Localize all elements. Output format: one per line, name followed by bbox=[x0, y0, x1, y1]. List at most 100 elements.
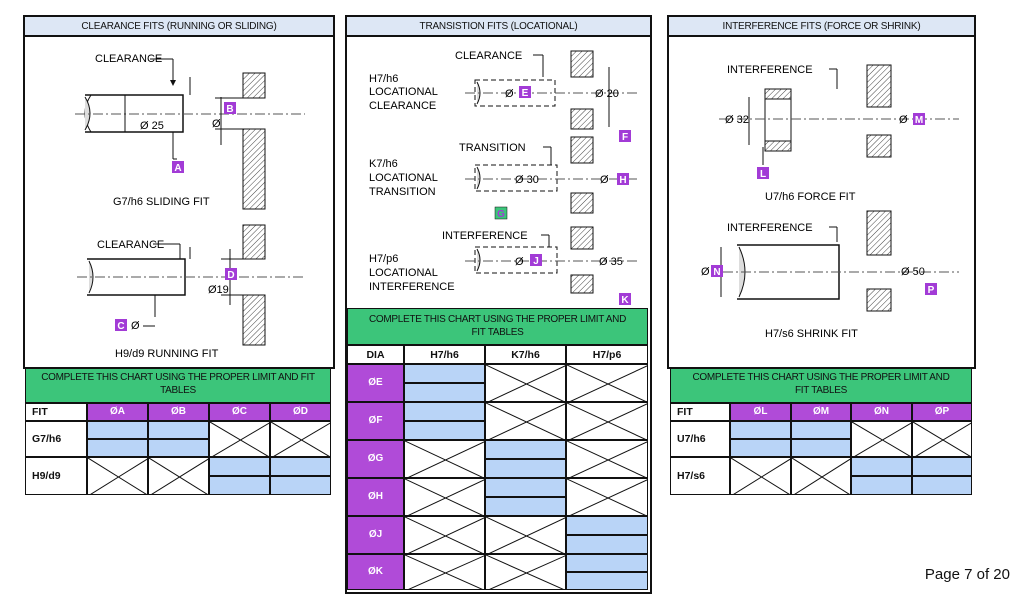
loc-interference-drawing: INTERFERENCE H7/p6 LOCATIONAL INTERFEREN… bbox=[369, 226, 637, 306]
svg-text:N: N bbox=[713, 267, 720, 278]
crossed-cell bbox=[87, 457, 148, 495]
answer-cell[interactable] bbox=[87, 439, 148, 457]
svg-text:INTERFERENCE: INTERFERENCE bbox=[369, 281, 455, 293]
crossed-cell bbox=[485, 402, 566, 440]
answer-cell[interactable] bbox=[148, 421, 209, 439]
crossed-cell bbox=[485, 364, 566, 402]
answer-cell[interactable] bbox=[209, 476, 270, 495]
crossed-cell bbox=[566, 478, 648, 516]
svg-text:Ø: Ø bbox=[600, 174, 609, 186]
sliding-shaft-dia: Ø 25 bbox=[140, 120, 164, 132]
interference-col-fit: FIT bbox=[670, 403, 730, 421]
sliding-fit-drawing: CLEARANCE Ø 25 Ø B A G7/h6 SLI bbox=[75, 53, 305, 210]
svg-text:Ø: Ø bbox=[701, 266, 710, 278]
force-fit-drawing: INTERFERENCE Ø 32 L Ø M U7/h6 FORCE FIT bbox=[719, 64, 959, 203]
tag-d: D bbox=[227, 270, 234, 281]
transition-col-dia: DIA bbox=[347, 345, 404, 364]
answer-cell[interactable] bbox=[566, 516, 648, 535]
answer-cell[interactable] bbox=[485, 497, 566, 516]
loc-clearance-drawing: CLEARANCE H7/h6 LOCATIONAL CLEARANCE Ø E… bbox=[369, 50, 637, 143]
interference-chart-instruction: COMPLETE THIS CHART USING THE PROPER LIM… bbox=[670, 368, 972, 403]
crossed-cell bbox=[485, 516, 566, 554]
crossed-cell bbox=[485, 554, 566, 590]
crossed-cell bbox=[209, 421, 270, 457]
tag-b: B bbox=[226, 104, 233, 115]
svg-text:INTERFERENCE: INTERFERENCE bbox=[442, 230, 528, 242]
answer-cell[interactable] bbox=[404, 402, 485, 421]
answer-cell[interactable] bbox=[730, 421, 791, 439]
transition-col-h7h6: H7/h6 bbox=[404, 345, 485, 364]
transition-row-j: ØJ bbox=[347, 516, 404, 554]
svg-text:Ø 20: Ø 20 bbox=[595, 88, 619, 100]
answer-cell[interactable] bbox=[209, 457, 270, 476]
answer-cell[interactable] bbox=[404, 421, 485, 440]
crossed-cell bbox=[566, 440, 648, 478]
svg-text:P: P bbox=[928, 285, 935, 296]
svg-text:TRANSITION: TRANSITION bbox=[459, 142, 526, 154]
crossed-cell bbox=[148, 457, 209, 495]
svg-text:E: E bbox=[522, 88, 529, 99]
svg-text:LOCATIONAL: LOCATIONAL bbox=[369, 267, 438, 279]
transition-panel-title: TRANSISTION FITS (LOCATIONAL) bbox=[347, 17, 650, 37]
answer-cell[interactable] bbox=[404, 364, 485, 383]
answer-cell[interactable] bbox=[485, 440, 566, 459]
interference-col-m: ØM bbox=[791, 403, 851, 421]
transition-row-k: ØK bbox=[347, 554, 404, 590]
loc-transition-drawing: TRANSITION K7/h6 LOCATIONAL TRANSITION Ø… bbox=[369, 136, 637, 220]
svg-text:Ø: Ø bbox=[899, 114, 908, 126]
svg-text:U7/h6 FORCE FIT: U7/h6 FORCE FIT bbox=[765, 191, 856, 203]
svg-text:Ø: Ø bbox=[515, 256, 524, 268]
answer-cell[interactable] bbox=[912, 476, 972, 495]
svg-text:TRANSITION: TRANSITION bbox=[369, 186, 436, 198]
svg-text:Ø 32: Ø 32 bbox=[725, 114, 749, 126]
answer-cell[interactable] bbox=[912, 457, 972, 476]
answer-cell[interactable] bbox=[485, 478, 566, 497]
answer-cell[interactable] bbox=[791, 421, 851, 439]
interference-col-n: ØN bbox=[851, 403, 912, 421]
svg-text:H: H bbox=[619, 175, 626, 186]
answer-cell[interactable] bbox=[851, 457, 912, 476]
svg-text:Ø 30: Ø 30 bbox=[515, 174, 539, 186]
tag-a: A bbox=[174, 163, 181, 174]
answer-cell[interactable] bbox=[566, 554, 648, 572]
answer-cell[interactable] bbox=[791, 439, 851, 457]
interference-fits-panel: INTERFERENCE FITS (FORCE OR SHRINK) INTE… bbox=[667, 15, 976, 369]
answer-cell[interactable] bbox=[148, 439, 209, 457]
interference-row-u7h6: U7/h6 bbox=[670, 421, 730, 457]
running-shaft-dia: Ø bbox=[131, 320, 140, 332]
interference-col-p: ØP bbox=[912, 403, 972, 421]
running-hole-dia: Ø19 bbox=[208, 284, 229, 296]
answer-cell[interactable] bbox=[270, 476, 331, 495]
crossed-cell bbox=[730, 457, 791, 495]
sliding-caption: G7/h6 SLIDING FIT bbox=[113, 196, 210, 208]
answer-cell[interactable] bbox=[87, 421, 148, 439]
transition-col-k7h6: K7/h6 bbox=[485, 345, 566, 364]
interference-panel-title: INTERFERENCE FITS (FORCE OR SHRINK) bbox=[669, 17, 974, 37]
svg-text:Ø 50: Ø 50 bbox=[901, 266, 925, 278]
clearance-row-h9d9: H9/d9 bbox=[25, 457, 87, 495]
clearance-col-d: ØD bbox=[270, 403, 331, 421]
answer-cell[interactable] bbox=[270, 457, 331, 476]
page-number: Page 7 of 20 bbox=[924, 566, 1010, 583]
crossed-cell bbox=[912, 421, 972, 457]
transition-chart-instruction: COMPLETE THIS CHART USING THE PROPER LIM… bbox=[347, 308, 648, 345]
svg-text:H7/p6: H7/p6 bbox=[369, 253, 398, 265]
crossed-cell bbox=[270, 421, 331, 457]
answer-cell[interactable] bbox=[404, 383, 485, 402]
transition-col-h7p6: H7/p6 bbox=[566, 345, 648, 364]
crossed-cell bbox=[566, 364, 648, 402]
svg-text:LOCATIONAL: LOCATIONAL bbox=[369, 172, 438, 184]
clearance-chart-instruction: COMPLETE THIS CHART USING THE PROPER LIM… bbox=[25, 368, 331, 403]
answer-cell[interactable] bbox=[730, 439, 791, 457]
answer-cell[interactable] bbox=[566, 572, 648, 590]
interference-col-l: ØL bbox=[730, 403, 791, 421]
interference-row-h7s6: H7/s6 bbox=[670, 457, 730, 495]
svg-text:K: K bbox=[621, 295, 629, 306]
answer-cell[interactable] bbox=[851, 476, 912, 495]
answer-cell[interactable] bbox=[566, 535, 648, 554]
running-note: CLEARANCE bbox=[97, 239, 164, 251]
crossed-cell bbox=[851, 421, 912, 457]
clearance-col-c: ØC bbox=[209, 403, 270, 421]
sliding-note: CLEARANCE bbox=[95, 53, 162, 65]
answer-cell[interactable] bbox=[485, 459, 566, 478]
